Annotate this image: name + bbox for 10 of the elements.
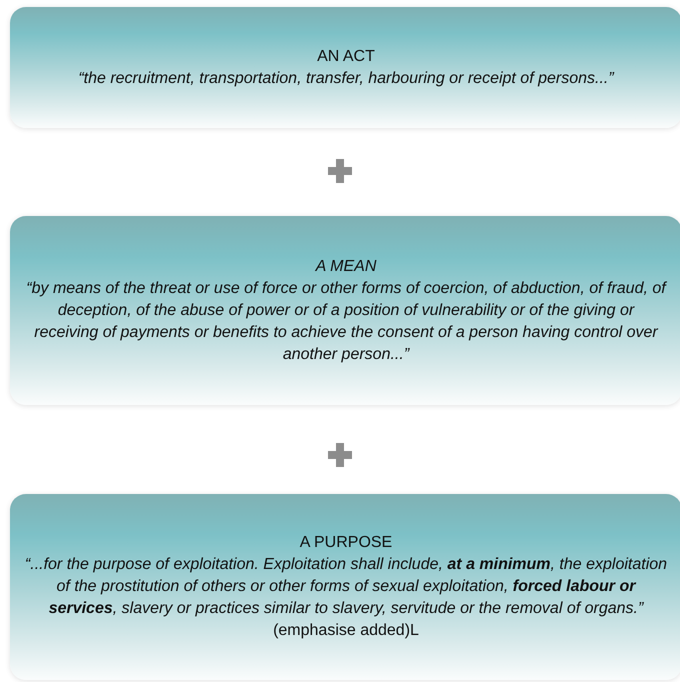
- quote-text: “the recruitment, transportation, transfer, harbouring or receipt of persons...”: [78, 70, 614, 86]
- panel-heading: A MEAN: [316, 256, 376, 276]
- quote-text: “by means of the threat or use of force or other forms of coercion, of abduction, of fraud, of deception, of the abuse of power or of a position of vulnerability or of the giving or receiving of payments or benefits to achieve the consent of a person having control over another person...”: [26, 280, 666, 362]
- panel-heading: AN ACT: [317, 46, 375, 66]
- quote-text: “...for the purpose of exploitation. Exploitation shall include, at a minimum, the exploitation of the prostitution of others or other forms of sexual exploitation, forced labour or services, slavery or practices similar to slavery, servitude or the removal of organs.”: [24, 556, 668, 617]
- text-panel: [10, 494, 680, 680]
- text-panel: [10, 216, 680, 405]
- panel-heading: A PURPOSE: [300, 533, 392, 553]
- note-text: (emphasise added)L: [273, 622, 419, 639]
- text-panel: [10, 7, 680, 128]
